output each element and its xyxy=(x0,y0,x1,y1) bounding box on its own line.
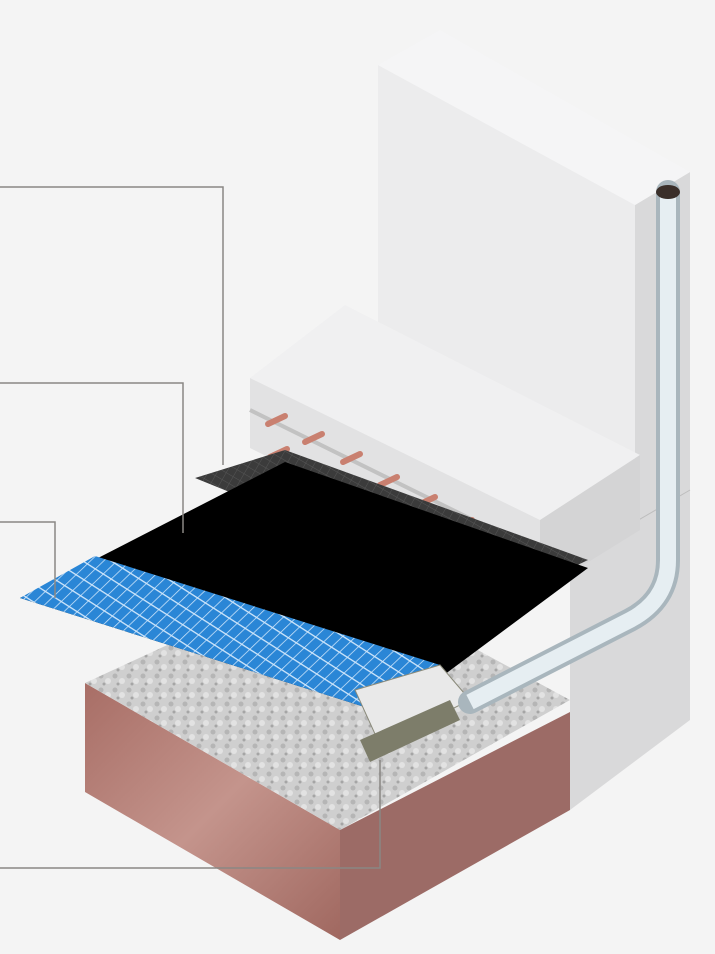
leader-line-membrane xyxy=(0,382,184,533)
wall-top xyxy=(378,30,690,205)
leader-line-mesh xyxy=(0,186,224,465)
waterproof-membrane xyxy=(20,462,588,715)
leader-line-drain xyxy=(0,760,381,869)
leader-line-tile xyxy=(0,521,56,598)
soil-block-right-face xyxy=(340,712,570,940)
pipe-opening xyxy=(656,185,680,199)
leader-lines xyxy=(0,186,381,869)
tile-finish xyxy=(20,556,440,715)
soil-block-left-face xyxy=(85,683,340,940)
drain-grate xyxy=(360,700,460,762)
footing-top xyxy=(250,305,640,520)
